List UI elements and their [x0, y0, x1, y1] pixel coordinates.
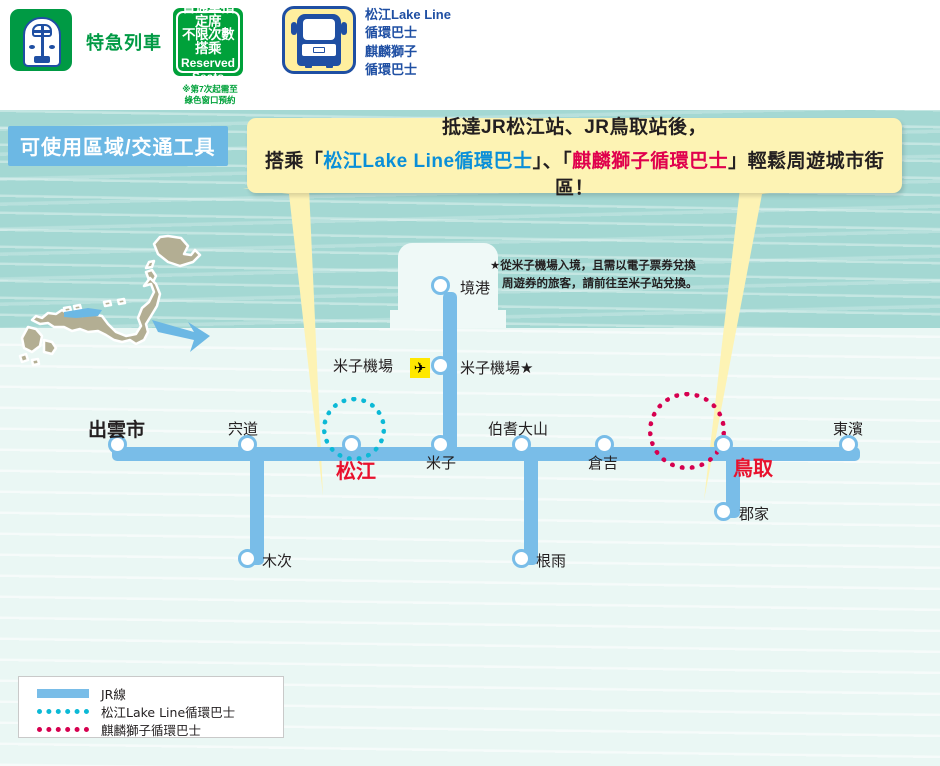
callout-line2-part-c: 」輕鬆周遊城市街區！	[554, 150, 885, 199]
station-label: 米子機場★	[460, 359, 534, 377]
yonago-note-line2: 周遊券的旅客，請前往至米子站兌換。	[502, 277, 698, 290]
callout-tail-right	[704, 188, 808, 500]
rail-branch-shinji	[250, 450, 264, 565]
station-label: 宍道	[228, 420, 259, 438]
legend-swatch-jr	[37, 689, 89, 698]
seat-badge-line2: 不限次數搭乘	[182, 27, 235, 56]
callout-line-1: 抵達JR松江站、JR鳥取站後，	[441, 116, 708, 138]
callout-tail-left	[243, 188, 323, 496]
bus-label-line1: 松江Lake Line	[365, 7, 451, 22]
station-label: 根雨	[536, 552, 567, 570]
legend-item: JR線	[37, 686, 283, 702]
legend-label-jr: JR線	[101, 687, 126, 702]
station-label: 伯耆大山	[488, 420, 549, 438]
station-marker[interactable]	[431, 356, 450, 375]
yonago-airport-note: ★從米子機場入境，且需以電子票券兌換 周遊券的旅客，請前往至米子站兌換。	[490, 258, 698, 294]
bus-label-line2: 循環巴士	[365, 25, 418, 41]
station-label: 東濱	[833, 420, 864, 438]
info-callout: 抵達JR松江站、JR鳥取站後， 搭乘「松江Lake Line循環巴士」、「麒麟獅…	[247, 117, 902, 199]
station-label: 境港	[460, 279, 491, 297]
station-marker[interactable]	[238, 435, 257, 454]
station-marker[interactable]	[714, 502, 733, 521]
callout-line-2: 搭乘「松江Lake Line循環巴士」、「麒麟獅子循環巴士」輕鬆周遊城市街區！	[247, 146, 902, 200]
bus-icon	[282, 6, 356, 74]
transport-badge-strip: 特急列車 普通車指定席 不限次數搭乘 Reserved Seats ※第7次起需…	[0, 0, 940, 110]
station-label: 出雲市	[88, 419, 146, 441]
station-marker[interactable]	[342, 435, 361, 454]
seat-badge-line4: Seats	[191, 70, 225, 84]
seat-badge-line3: Reserved	[180, 56, 236, 70]
legend-swatch-kirin	[37, 727, 89, 732]
matsue-lakeline-loop-circle	[322, 397, 386, 461]
station-marker[interactable]	[431, 435, 450, 454]
reserved-seat-badge: 普通車指定席 不限次數搭乘 Reserved Seats	[170, 1, 246, 83]
station-marker[interactable]	[714, 435, 733, 454]
page-title: 可使用區域/交通工具	[8, 126, 228, 166]
map-legend: JR線 松江Lake Line循環巴士 麒麟獅子循環巴士	[18, 676, 284, 738]
station-marker[interactable]	[595, 435, 614, 454]
japan-locator-map	[18, 228, 238, 378]
bus-badge-label: 松江Lake Line 循環巴士 麒麟獅子 循環巴士	[365, 6, 451, 80]
rail-branch-sakaiminato	[443, 292, 457, 454]
bus-label-line3: 麒麟獅子	[365, 43, 418, 59]
reserved-seat-note: ※第7次起需至 綠色窗口預約	[160, 84, 260, 107]
kirin-shishi-loop-circle	[648, 392, 726, 470]
seat-badge-line1: 普通車指定席	[182, 0, 235, 29]
airplane-icon: ✈	[410, 358, 430, 378]
route-map-panel: 可使用區域/交通工具	[0, 110, 940, 766]
station-label: 米子	[426, 454, 457, 472]
station-label: 木次	[262, 552, 293, 570]
station-marker[interactable]	[108, 435, 127, 454]
rail-branch-hoki	[524, 450, 538, 565]
reserved-seat-note-line2: 綠色窗口預約	[184, 95, 236, 106]
reserved-seat-note-line1: ※第7次起需至	[182, 84, 238, 94]
train-icon	[7, 6, 75, 74]
legend-swatch-lakeline	[37, 709, 89, 714]
rail-branch-koge	[726, 450, 740, 518]
station-label: 郡家	[739, 505, 770, 523]
station-marker[interactable]	[839, 435, 858, 454]
station-label: 鳥取	[733, 456, 773, 480]
legend-label-lakeline: 松江Lake Line循環巴士	[101, 705, 236, 720]
legend-label-kirin: 麒麟獅子循環巴士	[101, 723, 202, 738]
station-marker[interactable]	[431, 276, 450, 295]
station-label: 松江	[336, 459, 376, 483]
callout-line2-part-a: 搭乘「	[264, 150, 324, 172]
legend-item: 松江Lake Line循環巴士	[37, 704, 283, 720]
callout-bus-kirin: 麒麟獅子循環巴士	[572, 150, 729, 172]
callout-line2-part-b: 」、「	[532, 150, 573, 172]
station-label: 倉吉	[588, 454, 619, 472]
yonago-note-line1: ★從米子機場入境，且需以電子票券兌換	[490, 260, 696, 272]
callout-bus-matsue: 松江Lake Line循環巴士	[323, 150, 533, 172]
yonago-airport-label: 米子機場	[333, 357, 394, 375]
station-marker[interactable]	[238, 549, 257, 568]
train-badge-label: 特急列車	[86, 33, 162, 53]
bus-label-line4: 循環巴士	[365, 62, 418, 78]
station-marker[interactable]	[512, 435, 531, 454]
station-marker[interactable]	[512, 549, 531, 568]
legend-item: 麒麟獅子循環巴士	[37, 722, 283, 738]
